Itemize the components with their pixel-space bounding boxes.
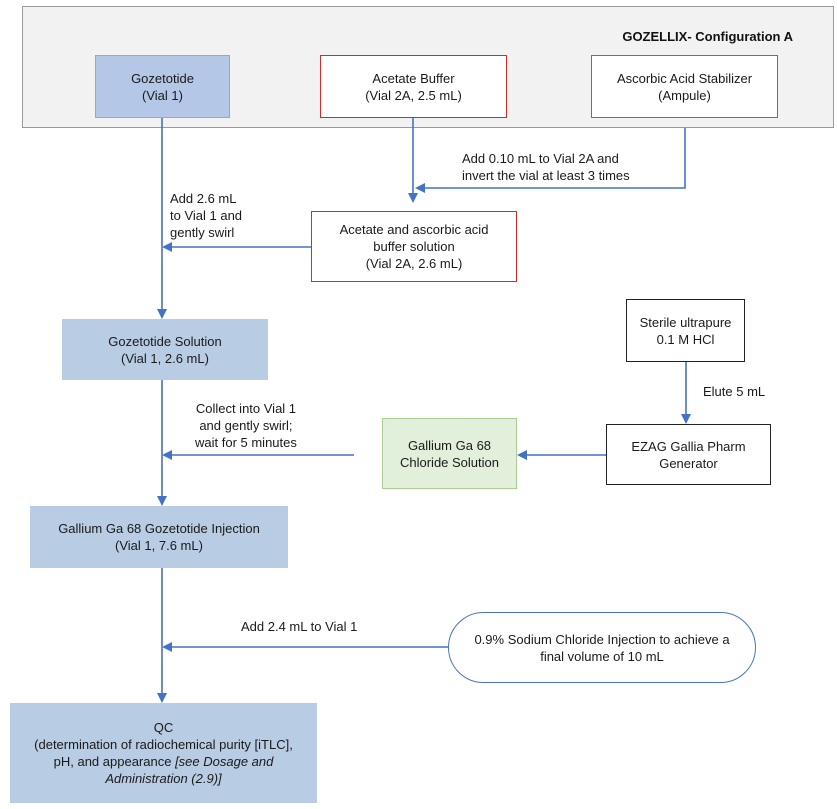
gozetotide-vial1-text: Gozetotide (Vial 1): [131, 70, 194, 103]
label-add-26: Add 2.6 mL to Vial 1 and gently swirl: [170, 191, 243, 240]
acetate-ascorbic-solution-text: Acetate and ascorbic acid buffer solutio…: [339, 222, 489, 271]
sodium-chloride-box: 0.9% Sodium Chloride Injection to achiev…: [448, 612, 756, 683]
label-add-010: Add 0.10 mL to Vial 2A and invert the vi…: [462, 151, 630, 183]
gallium-injection-text: Gallium Ga 68 Gozetotide Injection (Vial…: [58, 521, 260, 553]
qc-purity-text: (determination of radiochemical purity […: [34, 737, 293, 752]
gozetotide-vial1-box: Gozetotide (Vial 1): [95, 55, 230, 118]
qc-box: QC (determination of radiochemical purit…: [10, 703, 317, 803]
gozetotide-solution-text: Gozetotide Solution (Vial 1, 2.6 mL): [108, 333, 222, 366]
gallium-chloride-text: Gallium Ga 68 Chloride Solution: [399, 437, 499, 470]
ascorbic-acid-box: Ascorbic Acid Stabilizer (Ampule): [591, 55, 778, 118]
sterile-hcl-box: Sterile ultrapure 0.1 M HCl: [626, 299, 745, 362]
ascorbic-acid-text: Ascorbic Acid Stabilizer (Ampule): [616, 70, 753, 103]
acetate-ascorbic-solution-box: Acetate and ascorbic acid buffer solutio…: [311, 211, 517, 282]
qc-reference-text: [see Dosage and: [175, 754, 274, 769]
label-elute: Elute 5 mL: [703, 384, 766, 399]
gallium-chloride-box: Gallium Ga 68 Chloride Solution: [382, 418, 517, 489]
qc-ph-text: pH, and appearance: [53, 754, 176, 769]
gallium-injection-box: Gallium Ga 68 Gozetotide Injection (Vial…: [30, 506, 288, 568]
configuration-title: GOZELLIX- Configuration A: [622, 29, 793, 44]
gozetotide-solution-box: Gozetotide Solution (Vial 1, 2.6 mL): [62, 319, 268, 380]
generator-box: EZAG Gallia Pharm Generator: [606, 424, 771, 485]
arrow-ascorbic-to-acetate: [415, 128, 686, 193]
acetate-buffer-text: Acetate Buffer (Vial 2A, 2.5 mL): [365, 70, 462, 103]
sodium-chloride-text: 0.9% Sodium Chloride Injection to achiev…: [474, 631, 730, 664]
generator-text: EZAG Gallia Pharm Generator: [631, 438, 746, 471]
qc-title: QC: [153, 720, 174, 735]
label-collect: Collect into Vial 1 and gently swirl; wa…: [195, 401, 297, 450]
label-add-24: Add 2.4 mL to Vial 1: [241, 619, 358, 634]
acetate-buffer-box: Acetate Buffer (Vial 2A, 2.5 mL): [320, 55, 507, 118]
sterile-hcl-text: Sterile ultrapure 0.1 M HCl: [639, 314, 732, 347]
qc-reference-text-2: Administration (2.9)]: [105, 771, 222, 786]
